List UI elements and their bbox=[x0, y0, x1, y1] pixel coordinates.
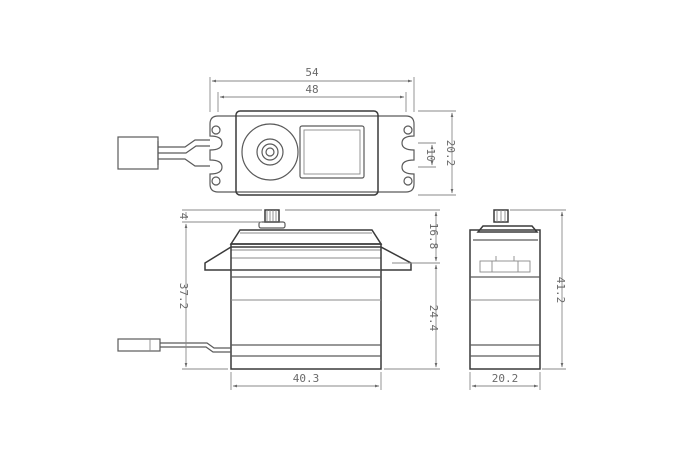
dim-top-inner-width: 48 bbox=[305, 83, 318, 96]
front-case bbox=[230, 243, 382, 370]
front-top-cap bbox=[229, 229, 383, 245]
front-cable bbox=[160, 342, 231, 349]
top-dimensions: 54 48 10 20.2 bbox=[209, 66, 457, 196]
dim-top-outer-width: 54 bbox=[305, 66, 319, 79]
front-view bbox=[117, 209, 412, 370]
dim-front-lower-height: 37.2 bbox=[177, 283, 190, 310]
front-dimensions: 4 37.2 16.8 24.4 40.3 bbox=[177, 209, 440, 390]
dim-front-width: 40.3 bbox=[293, 372, 320, 385]
top-body bbox=[235, 110, 379, 196]
side-view bbox=[469, 209, 541, 370]
cable-top-wire bbox=[158, 139, 210, 148]
side-case bbox=[469, 229, 541, 370]
front-connector bbox=[117, 338, 161, 352]
dim-top-hole-spacing: 10 bbox=[424, 148, 437, 161]
dim-front-upper-height: 16.8 bbox=[427, 223, 440, 250]
dim-front-case-height: 24.4 bbox=[427, 305, 440, 332]
dim-front-spline-height: 4 bbox=[177, 213, 190, 220]
top-window bbox=[299, 125, 365, 179]
top-view bbox=[117, 110, 415, 196]
output-spline bbox=[256, 138, 284, 166]
dim-side-width: 20.2 bbox=[492, 372, 519, 385]
mounting-flange bbox=[209, 115, 415, 193]
output-horn-outline bbox=[241, 123, 299, 181]
side-dimensions: 41.2 20.2 bbox=[469, 209, 567, 390]
connector-plug bbox=[117, 136, 159, 170]
dim-top-depth: 20.2 bbox=[444, 140, 457, 167]
dim-side-height: 41.2 bbox=[554, 277, 567, 304]
